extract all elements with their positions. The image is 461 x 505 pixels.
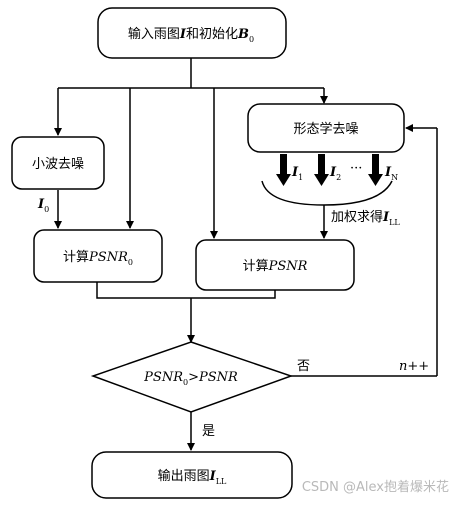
svg-text:I2: I2 (329, 165, 341, 182)
svg-text:IN: IN (384, 165, 398, 182)
i0-var: I (37, 197, 45, 212)
wavelet-label: 小波去噪 (32, 157, 84, 172)
psnr-var: PSNR (268, 259, 308, 274)
loop-label: n++ (399, 359, 429, 374)
in-sub: N (391, 173, 398, 182)
decision-var: PSNR (143, 370, 183, 385)
component-arrows (261, 154, 393, 206)
i2-sub: 2 (336, 173, 341, 182)
psnr-pre: 计算 (243, 259, 269, 274)
thick-arrow-1 (276, 154, 291, 186)
node-psnr: 计算PSNR (195, 239, 355, 291)
i2-var: I (329, 165, 337, 180)
thick-arrow-2 (314, 154, 329, 186)
node-decision: PSNR0>PSNR (90, 341, 294, 413)
summation-bracket (261, 180, 393, 206)
edge-merge (96, 282, 276, 299)
start-sub2: 0 (249, 35, 254, 44)
connectors (54, 58, 438, 451)
in-var: I (384, 165, 392, 180)
weighted-text: 加权求得 (331, 209, 383, 225)
svg-text:输入雨图I和初始化B0: 输入雨图I和初始化B0 (128, 26, 254, 44)
start-text: 输入雨图 (128, 26, 180, 42)
svg-text:I1: I1 (291, 165, 303, 182)
weighted-var: I (382, 210, 390, 225)
node-end: 输出雨图ILL (91, 451, 293, 499)
end-text: 输出雨图 (158, 468, 210, 484)
node-morph: 形态学去噪 (247, 103, 405, 153)
start-var: I (179, 27, 187, 42)
watermark: CSDN @Alex抱着爆米花 (301, 480, 449, 495)
i1-var: I (291, 165, 299, 180)
end-sub: LL (216, 477, 227, 486)
psnr0-sub: 0 (128, 258, 133, 267)
psnr0-pre: 计算 (63, 250, 89, 265)
node-psnr0: 计算PSNR0 (33, 229, 163, 283)
svg-text:I0: I0 (37, 197, 49, 214)
svg-text:加权求得ILL: 加权求得ILL (331, 209, 400, 227)
node-wavelet: 小波去噪 (11, 136, 105, 190)
decision-op: > (188, 370, 199, 385)
svg-text:输出雨图ILL: 输出雨图ILL (158, 468, 227, 486)
morph-label: 形态学去噪 (293, 121, 358, 137)
svg-text:计算PSNR0: 计算PSNR0 (63, 250, 133, 267)
psnr0-var: PSNR (88, 250, 128, 265)
yes-label: 是 (202, 424, 215, 439)
component-dots: ··· (350, 161, 362, 176)
weighted-sub: LL (389, 218, 400, 227)
i1-sub: 1 (298, 173, 303, 182)
no-label: 否 (297, 359, 310, 374)
decision-var2: PSNR (198, 370, 238, 385)
svg-text:PSNR0>PSNR: PSNR0>PSNR (143, 370, 238, 387)
start-var2: B (237, 27, 249, 42)
thick-arrow-n (368, 154, 383, 186)
start-mid: 和初始化 (186, 27, 238, 42)
svg-text:计算PSNR: 计算PSNR (243, 259, 308, 274)
end-var: I (209, 469, 217, 484)
decision-sub: 0 (183, 378, 188, 387)
i0-sub: 0 (44, 205, 49, 214)
node-start: 输入雨图I和初始化B0 (97, 7, 287, 59)
